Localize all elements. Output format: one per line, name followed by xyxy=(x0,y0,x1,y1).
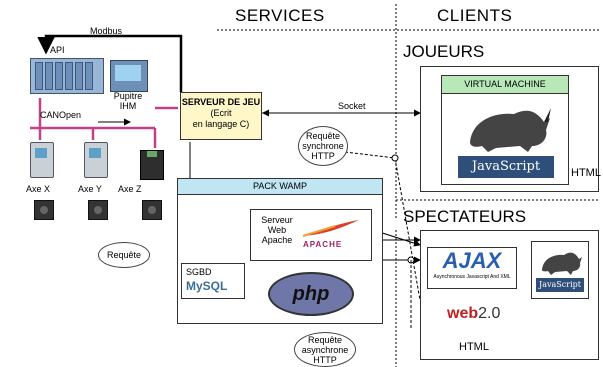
canopen-label: CANOpen xyxy=(40,110,82,120)
apache-logo-text: APACHE xyxy=(303,240,343,249)
pupitre-label: Pupitre IHM xyxy=(113,91,143,111)
rhino-small-icon xyxy=(542,252,582,275)
pack-wamp-title: PACK WAMP xyxy=(178,179,382,195)
motor-z-icon xyxy=(142,200,162,220)
php-logo: php xyxy=(268,272,354,316)
services-header: SERVICES xyxy=(235,6,325,25)
api-plc-icon xyxy=(30,58,104,94)
spectateurs-client-box: AJAX Asynchronous Javascript And XML Jav… xyxy=(420,230,599,360)
axe-x-label: Axe X xyxy=(26,184,51,194)
spectateurs-html-label: HTML xyxy=(459,341,489,353)
web20-logo: web2.0 xyxy=(447,305,501,322)
serveur-de-jeu-box: SERVEUR DE JEU (Ecrit en langage C) xyxy=(180,92,262,140)
serveur-title: SERVEUR DE JEU xyxy=(181,97,261,107)
sgbd-label: SGBD xyxy=(186,267,212,277)
vm-title: VIRTUAL MACHINE xyxy=(442,76,568,94)
motor-x-icon xyxy=(34,200,54,220)
rhino-icon xyxy=(470,108,551,152)
apache-feather-icon xyxy=(302,220,359,237)
sgbd-box: SGBD MySQL xyxy=(181,263,245,299)
js-logo-spectateurs-box: JavaScript xyxy=(531,241,589,299)
requete-asynchrone-bubble: Requête asynchrone HTTP xyxy=(294,332,356,367)
joueurs-header: JOUEURS xyxy=(403,42,485,61)
api-label: API xyxy=(50,45,65,55)
joueurs-html-label: HTML xyxy=(571,167,601,179)
joueurs-client-box: VIRTUAL MACHINE JavaScript HTML xyxy=(420,66,601,192)
serveur-line2: (Ecrit xyxy=(210,108,232,118)
socket-label: Socket xyxy=(338,101,366,111)
spectateurs-header: SPECTATEURS xyxy=(403,207,527,226)
drive-x-icon xyxy=(30,142,54,178)
js-logo-joueurs: JavaScript xyxy=(458,156,554,178)
ajax-sub: Asynchronous Javascript And XML xyxy=(433,274,511,280)
axe-y-label: Axe Y xyxy=(78,184,102,194)
motor-y-icon xyxy=(88,200,108,220)
modbus-label: Modbus xyxy=(90,26,123,36)
axe-z-label: Axe Z xyxy=(118,184,142,194)
requete-synchrone-bubble: Requête synchrone HTTP xyxy=(298,126,348,166)
serveur-line3: en langage C) xyxy=(192,119,250,129)
js-logo-spectateurs: JavaScript xyxy=(536,278,584,292)
ajax-logo: AJAX xyxy=(442,248,502,273)
requete-bubble: Requête xyxy=(98,242,150,268)
clients-header: CLIENTS xyxy=(437,6,513,25)
apache-box: Serveur Web Apache APACHE xyxy=(250,209,372,261)
drive-y-icon xyxy=(84,142,108,178)
apache-label: Serveur Web Apache xyxy=(261,215,293,245)
pupitre-screen-icon xyxy=(110,60,148,92)
virtual-machine-box: VIRTUAL MACHINE JavaScript xyxy=(441,75,569,185)
ajax-logo-box: AJAX Asynchronous Javascript And XML xyxy=(427,247,517,289)
mysql-logo: MySQL xyxy=(186,279,228,293)
drive-z-icon xyxy=(140,150,164,180)
